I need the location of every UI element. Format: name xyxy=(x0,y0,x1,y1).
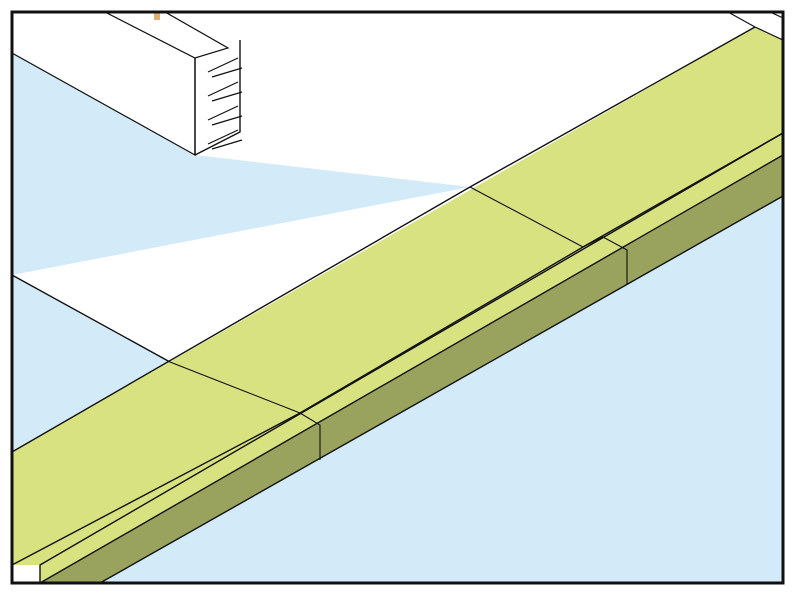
upper-white-band xyxy=(165,12,755,187)
dowel-bar-1 xyxy=(207,57,239,73)
dowel-bar-2 xyxy=(211,67,243,78)
dowel-bar-3 xyxy=(207,81,239,97)
dowel-bar-7 xyxy=(207,129,239,145)
ground-slab xyxy=(12,53,470,275)
dowel-bar-4 xyxy=(211,91,243,102)
beam-inner-edge xyxy=(11,132,784,566)
diagram-frame xyxy=(10,10,785,585)
dowel-bar-6 xyxy=(211,115,243,126)
ground-slab-lower xyxy=(12,275,170,452)
dowel-bar-8 xyxy=(211,139,243,150)
orange-accent xyxy=(154,12,160,20)
edge-beam-top xyxy=(12,27,783,565)
beam-joint-1 xyxy=(169,361,321,460)
slab-edge-line xyxy=(11,274,171,363)
beam-joint-2 xyxy=(469,186,628,285)
dowel-bar-5 xyxy=(207,105,239,121)
precast-beam-end-face xyxy=(194,40,241,156)
beam-side-bottom-edge xyxy=(99,195,784,584)
dowel-bars xyxy=(207,57,243,150)
